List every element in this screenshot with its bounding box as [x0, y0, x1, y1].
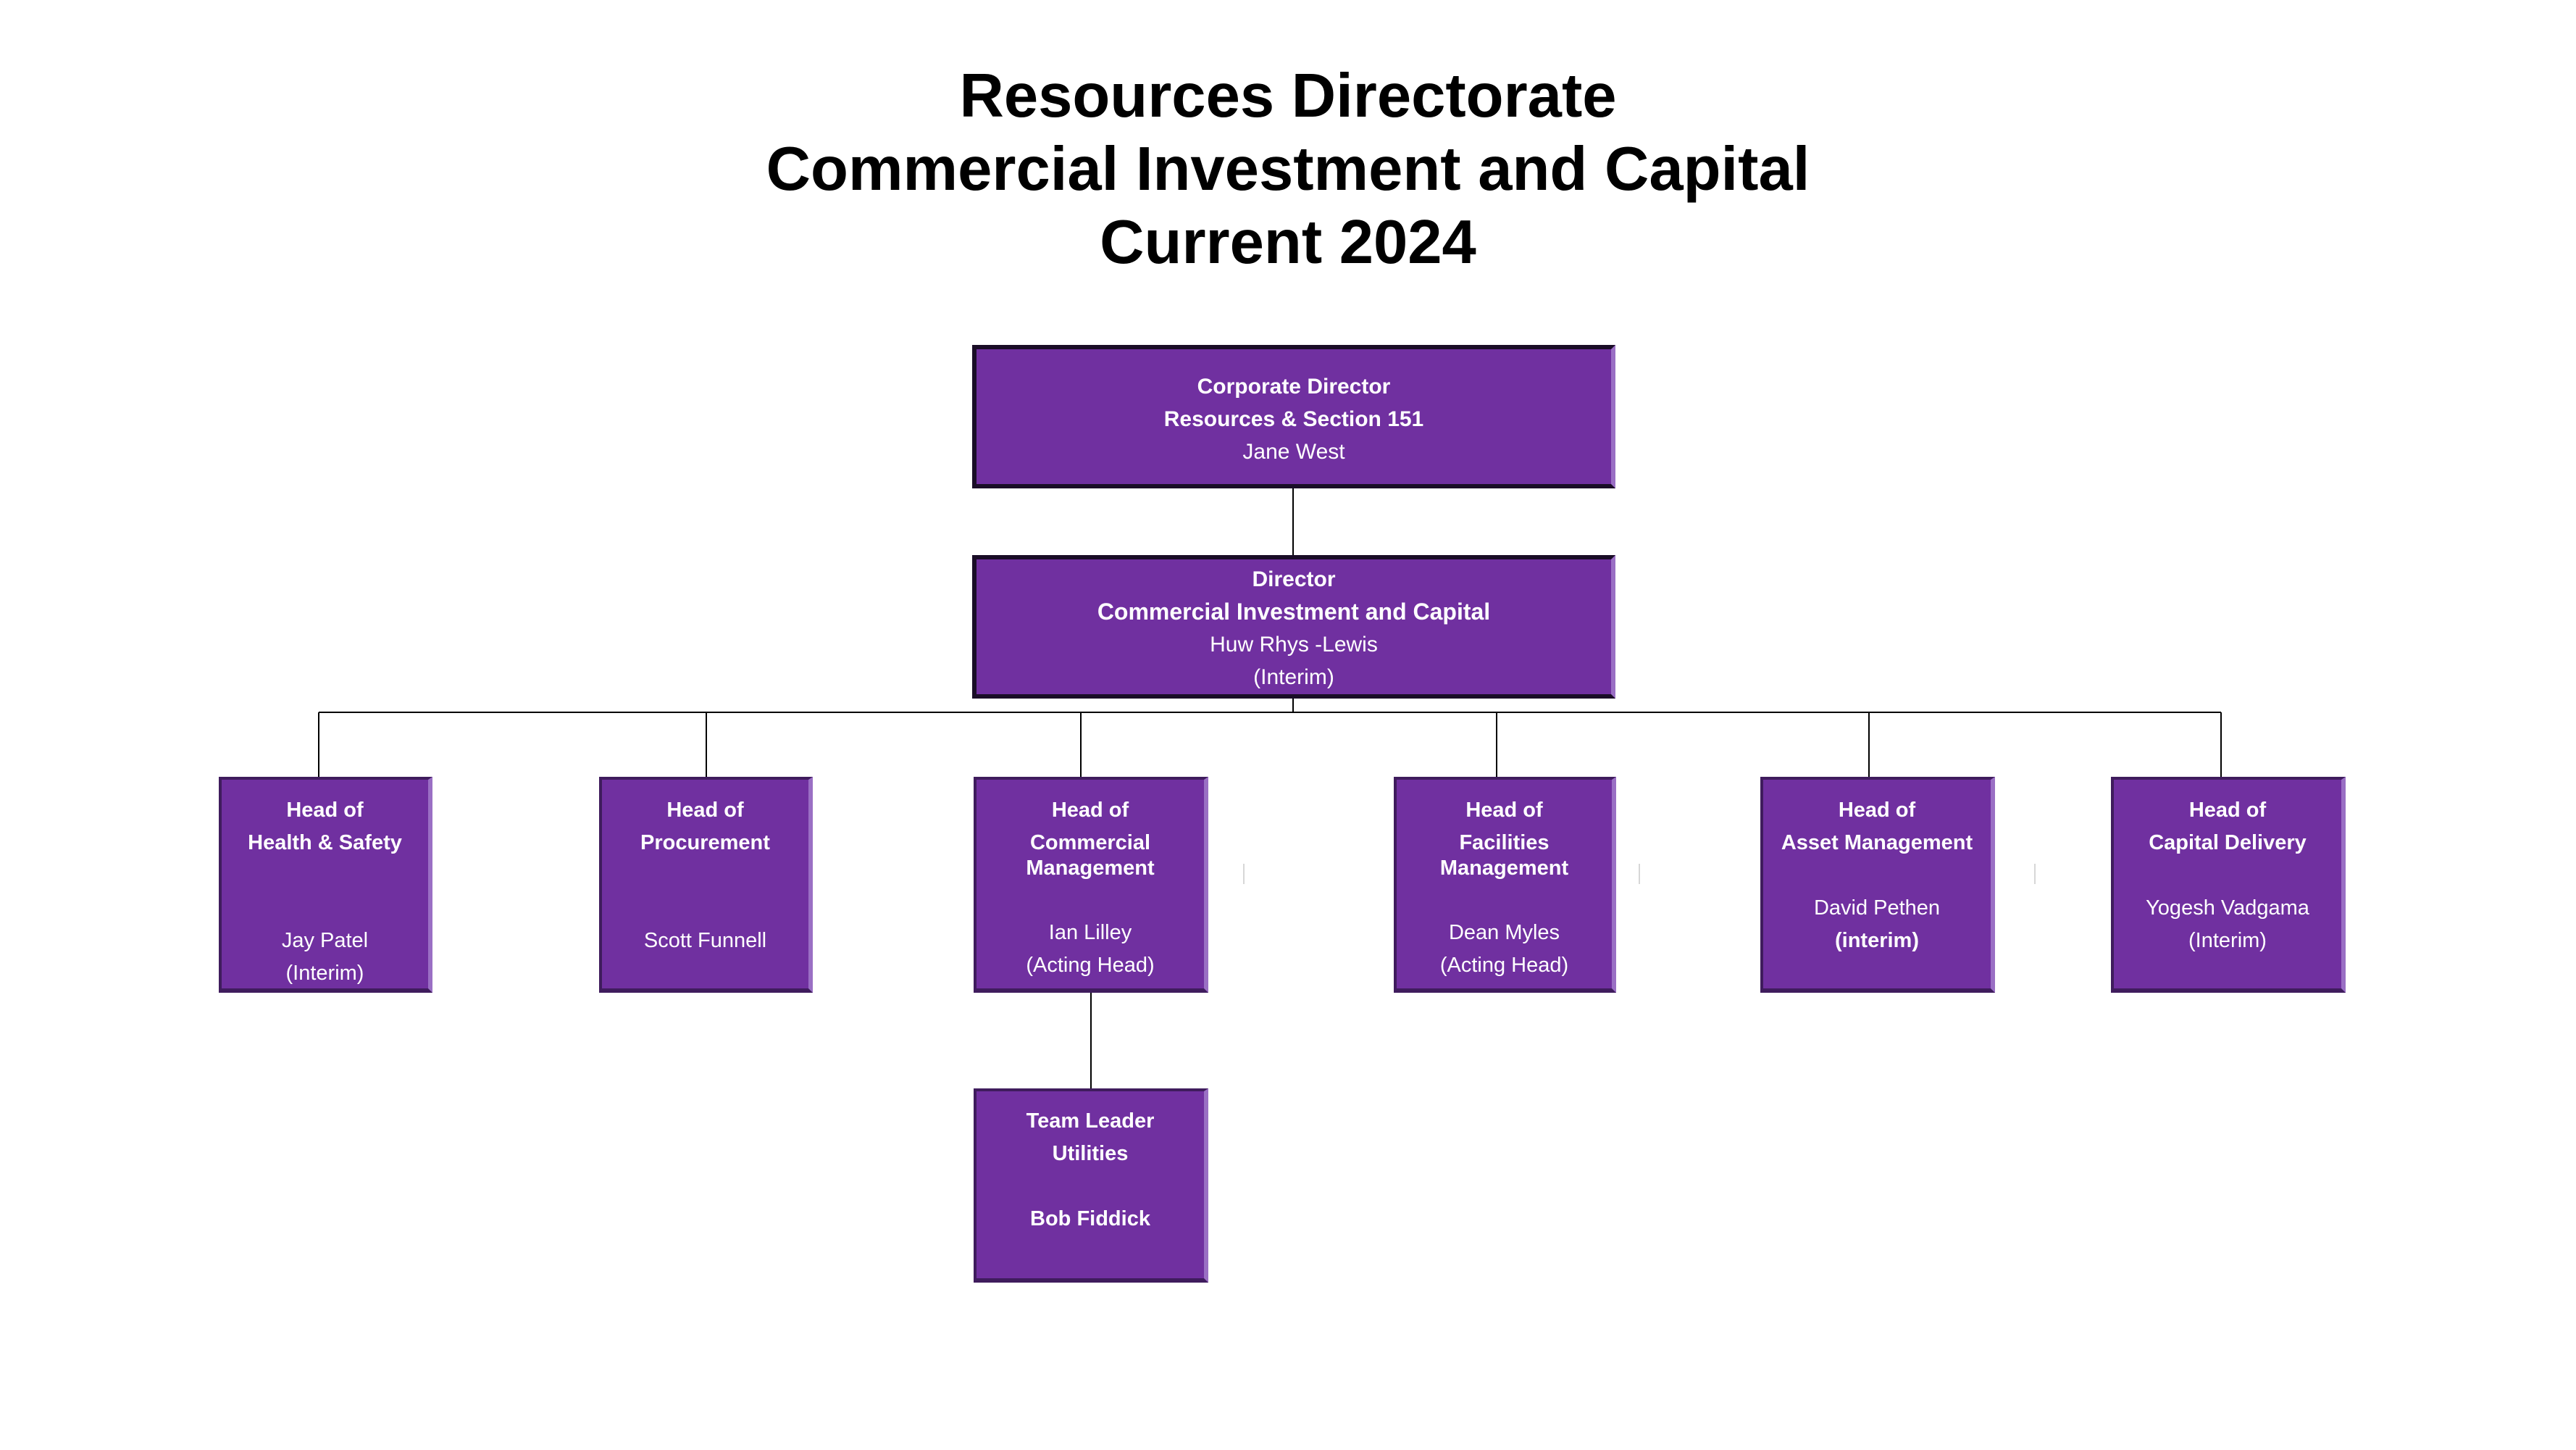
- node-person: Yogesh Vadgama: [2146, 896, 2309, 920]
- node-title: Commercial: [1029, 831, 1150, 854]
- node-person: Bob Fiddick: [1030, 1207, 1150, 1230]
- node-person: Jay Patel: [281, 929, 369, 952]
- node-status: (Interim): [2188, 929, 2267, 952]
- node-role: Head of: [1051, 799, 1129, 822]
- title-line-1: Resources Directorate: [959, 62, 1617, 130]
- node-title: Asset Management: [1781, 831, 1973, 854]
- node-title-2: Management: [1026, 857, 1155, 880]
- node-title-2: Management: [1439, 857, 1569, 880]
- node-title: Procurement: [640, 831, 770, 854]
- node-person: Ian Lilley: [1048, 921, 1132, 944]
- title-line-2: Commercial Investment and Capital: [766, 135, 1810, 204]
- node-role: Head of: [1838, 799, 1916, 822]
- node-role: Director: [1252, 567, 1336, 591]
- node-status: (Acting Head): [1439, 954, 1569, 977]
- chart-title: Resources Directorate Commercial Investm…: [0, 59, 2576, 279]
- node-person: Scott Funnell: [643, 929, 767, 952]
- node-title: Facilities: [1459, 831, 1550, 854]
- node-title: Health & Safety: [248, 831, 402, 854]
- node-status: (Acting Head): [1026, 954, 1155, 977]
- node-corporate-director: Corporate Director Resources & Section 1…: [972, 345, 1615, 488]
- node-head-commercial: Head of Commercial Management Ian Lilley…: [974, 777, 1208, 993]
- node-head-procurement: Head of Procurement Scott Funnell: [599, 777, 813, 993]
- decorative-tick: [1243, 864, 1245, 884]
- node-title: Commercial Investment and Capital: [1097, 599, 1491, 625]
- node-team-leader-utilities: Team Leader Utilities Bob Fiddick: [974, 1088, 1208, 1283]
- node-title: Utilities: [1052, 1142, 1129, 1165]
- node-head-asset: Head of Asset Management David Pethen (i…: [1760, 777, 1995, 993]
- node-role: Head of: [666, 799, 744, 822]
- node-title: Capital Delivery: [2149, 831, 2307, 854]
- node-person: Jane West: [1242, 440, 1345, 464]
- node-status: (Interim): [285, 962, 364, 985]
- node-head-capital: Head of Capital Delivery Yogesh Vadgama …: [2111, 777, 2346, 993]
- node-status: (Interim): [1253, 665, 1334, 689]
- node-role: Head of: [2188, 799, 2267, 822]
- node-person: Dean Myles: [1448, 921, 1560, 944]
- node-person: Huw Rhys -Lewis: [1210, 633, 1378, 657]
- node-director: Director Commercial Investment and Capit…: [972, 555, 1615, 699]
- node-title: Resources & Section 151: [1163, 407, 1424, 431]
- decorative-tick: [1639, 864, 1640, 884]
- title-line-3: Current 2024: [1100, 208, 1476, 277]
- node-head-facilities: Head of Facilities Management Dean Myles…: [1394, 777, 1616, 993]
- node-status: (interim): [1835, 929, 1919, 952]
- node-role: Corporate Director: [1197, 375, 1391, 399]
- node-role: Head of: [286, 799, 364, 822]
- node-person: David Pethen: [1813, 896, 1941, 920]
- node-role: Team Leader: [1026, 1109, 1155, 1133]
- decorative-tick: [2034, 864, 2036, 884]
- node-head-health-safety: Head of Health & Safety Jay Patel (Inter…: [219, 777, 432, 993]
- node-role: Head of: [1465, 799, 1543, 822]
